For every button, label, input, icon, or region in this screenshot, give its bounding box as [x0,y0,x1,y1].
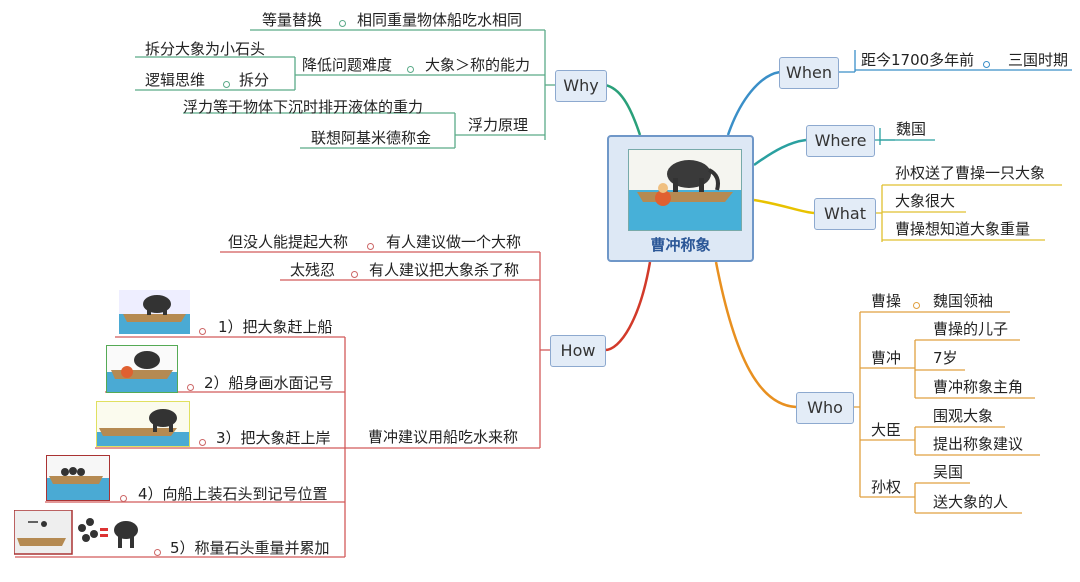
how-step-5[interactable]: 5）称量石头重量并累加 [170,539,330,557]
step4-thumbnail [46,455,110,501]
who-caocao-role[interactable]: 魏国领袖 [933,292,994,310]
how-bubble [187,376,194,396]
why-bubble [339,12,346,32]
branch-when[interactable]: When [779,57,839,89]
how-step-1[interactable]: 1）把大象赶上船 [218,318,333,336]
how-step-3[interactable]: 3）把大象赶上岸 [216,429,331,447]
why-buoyancy-def[interactable]: 浮力等于物体下沉时排开液体的重力 [183,98,424,116]
central-title: 曹冲称象 [650,236,711,254]
who-caochong-3[interactable]: 曹冲称象主角 [933,378,1024,396]
who-caochong[interactable]: 曹冲 [871,349,902,367]
who-minister[interactable]: 大臣 [871,421,902,439]
who-caochong-1[interactable]: 曹操的儿子 [933,320,1009,338]
link-where [753,138,807,167]
why-split-elephant[interactable]: 拆分大象为小石头 [145,40,266,58]
why-logic[interactable]: 逻辑思维 [145,71,206,89]
link-how [604,261,652,352]
center-illustration [628,149,742,231]
who-sunquan-2[interactable]: 送大象的人 [933,493,1009,511]
how-bubble [120,487,127,507]
how-bubble [351,263,358,283]
who-sunquan-1[interactable]: 吴国 [933,463,964,481]
step1-thumbnail [119,290,190,334]
step5-thumbnail [14,510,144,556]
why-archimedes[interactable]: 联想阿基米德称金 [311,129,432,147]
how-bubble [199,320,206,340]
how-suggest-3[interactable]: 曹冲建议用船吃水来称 [368,428,519,446]
how-bubble [367,235,374,255]
why-capacity[interactable]: 大象＞称的能力 [425,56,531,74]
who-sunquan[interactable]: 孙权 [871,478,902,496]
link-why [604,83,642,136]
why-reduce-difficulty[interactable]: 降低问题难度 [302,56,393,74]
how-bubble [199,431,206,451]
link-when [726,70,781,136]
link-what [753,198,815,215]
why-bubble [407,58,414,78]
who-bubble [913,294,920,314]
why-chaifen[interactable]: 拆分 [239,71,270,89]
step2-thumbnail [106,345,178,393]
link-who [714,261,797,409]
step3-thumbnail [96,401,190,447]
when-bubble [983,53,990,73]
branch-what[interactable]: What [814,198,876,230]
when-time[interactable]: 距今1700多年前 [861,51,975,69]
how-bubble [154,541,161,561]
how-suggest-1[interactable]: 有人建议做一个大称 [386,233,522,251]
how-suggest-2[interactable]: 有人建议把大象杀了称 [369,261,520,279]
who-caocao[interactable]: 曹操 [871,292,902,310]
central-topic[interactable]: 曹冲称象 [607,135,754,262]
who-minister-2[interactable]: 提出称象建议 [933,435,1024,453]
branch-where[interactable]: Where [806,125,875,157]
how-step-4[interactable]: 4）向船上装石头到记号位置 [138,485,328,503]
why-equal-substitution[interactable]: 等量替换 [262,11,323,29]
branch-who[interactable]: Who [796,392,854,424]
why-buoyancy[interactable]: 浮力原理 [468,116,529,134]
what-item-1[interactable]: 孙权送了曹操一只大象 [895,164,1046,182]
how-note-2[interactable]: 太残忍 [290,261,336,279]
why-bubble [223,73,230,93]
how-step-2[interactable]: 2）船身画水面记号 [204,374,334,392]
who-caochong-2[interactable]: 7岁 [933,349,958,367]
branch-how[interactable]: How [550,335,606,367]
what-item-2[interactable]: 大象很大 [895,192,956,210]
where-wei[interactable]: 魏国 [896,120,927,138]
when-period[interactable]: 三国时期 [1008,51,1069,69]
how-note-1[interactable]: 但没人能提起大称 [228,233,349,251]
who-minister-1[interactable]: 围观大象 [933,407,994,425]
why-same-weight[interactable]: 相同重量物体船吃水相同 [357,11,523,29]
what-item-3[interactable]: 曹操想知道大象重量 [895,220,1031,238]
branch-why[interactable]: Why [555,70,607,102]
